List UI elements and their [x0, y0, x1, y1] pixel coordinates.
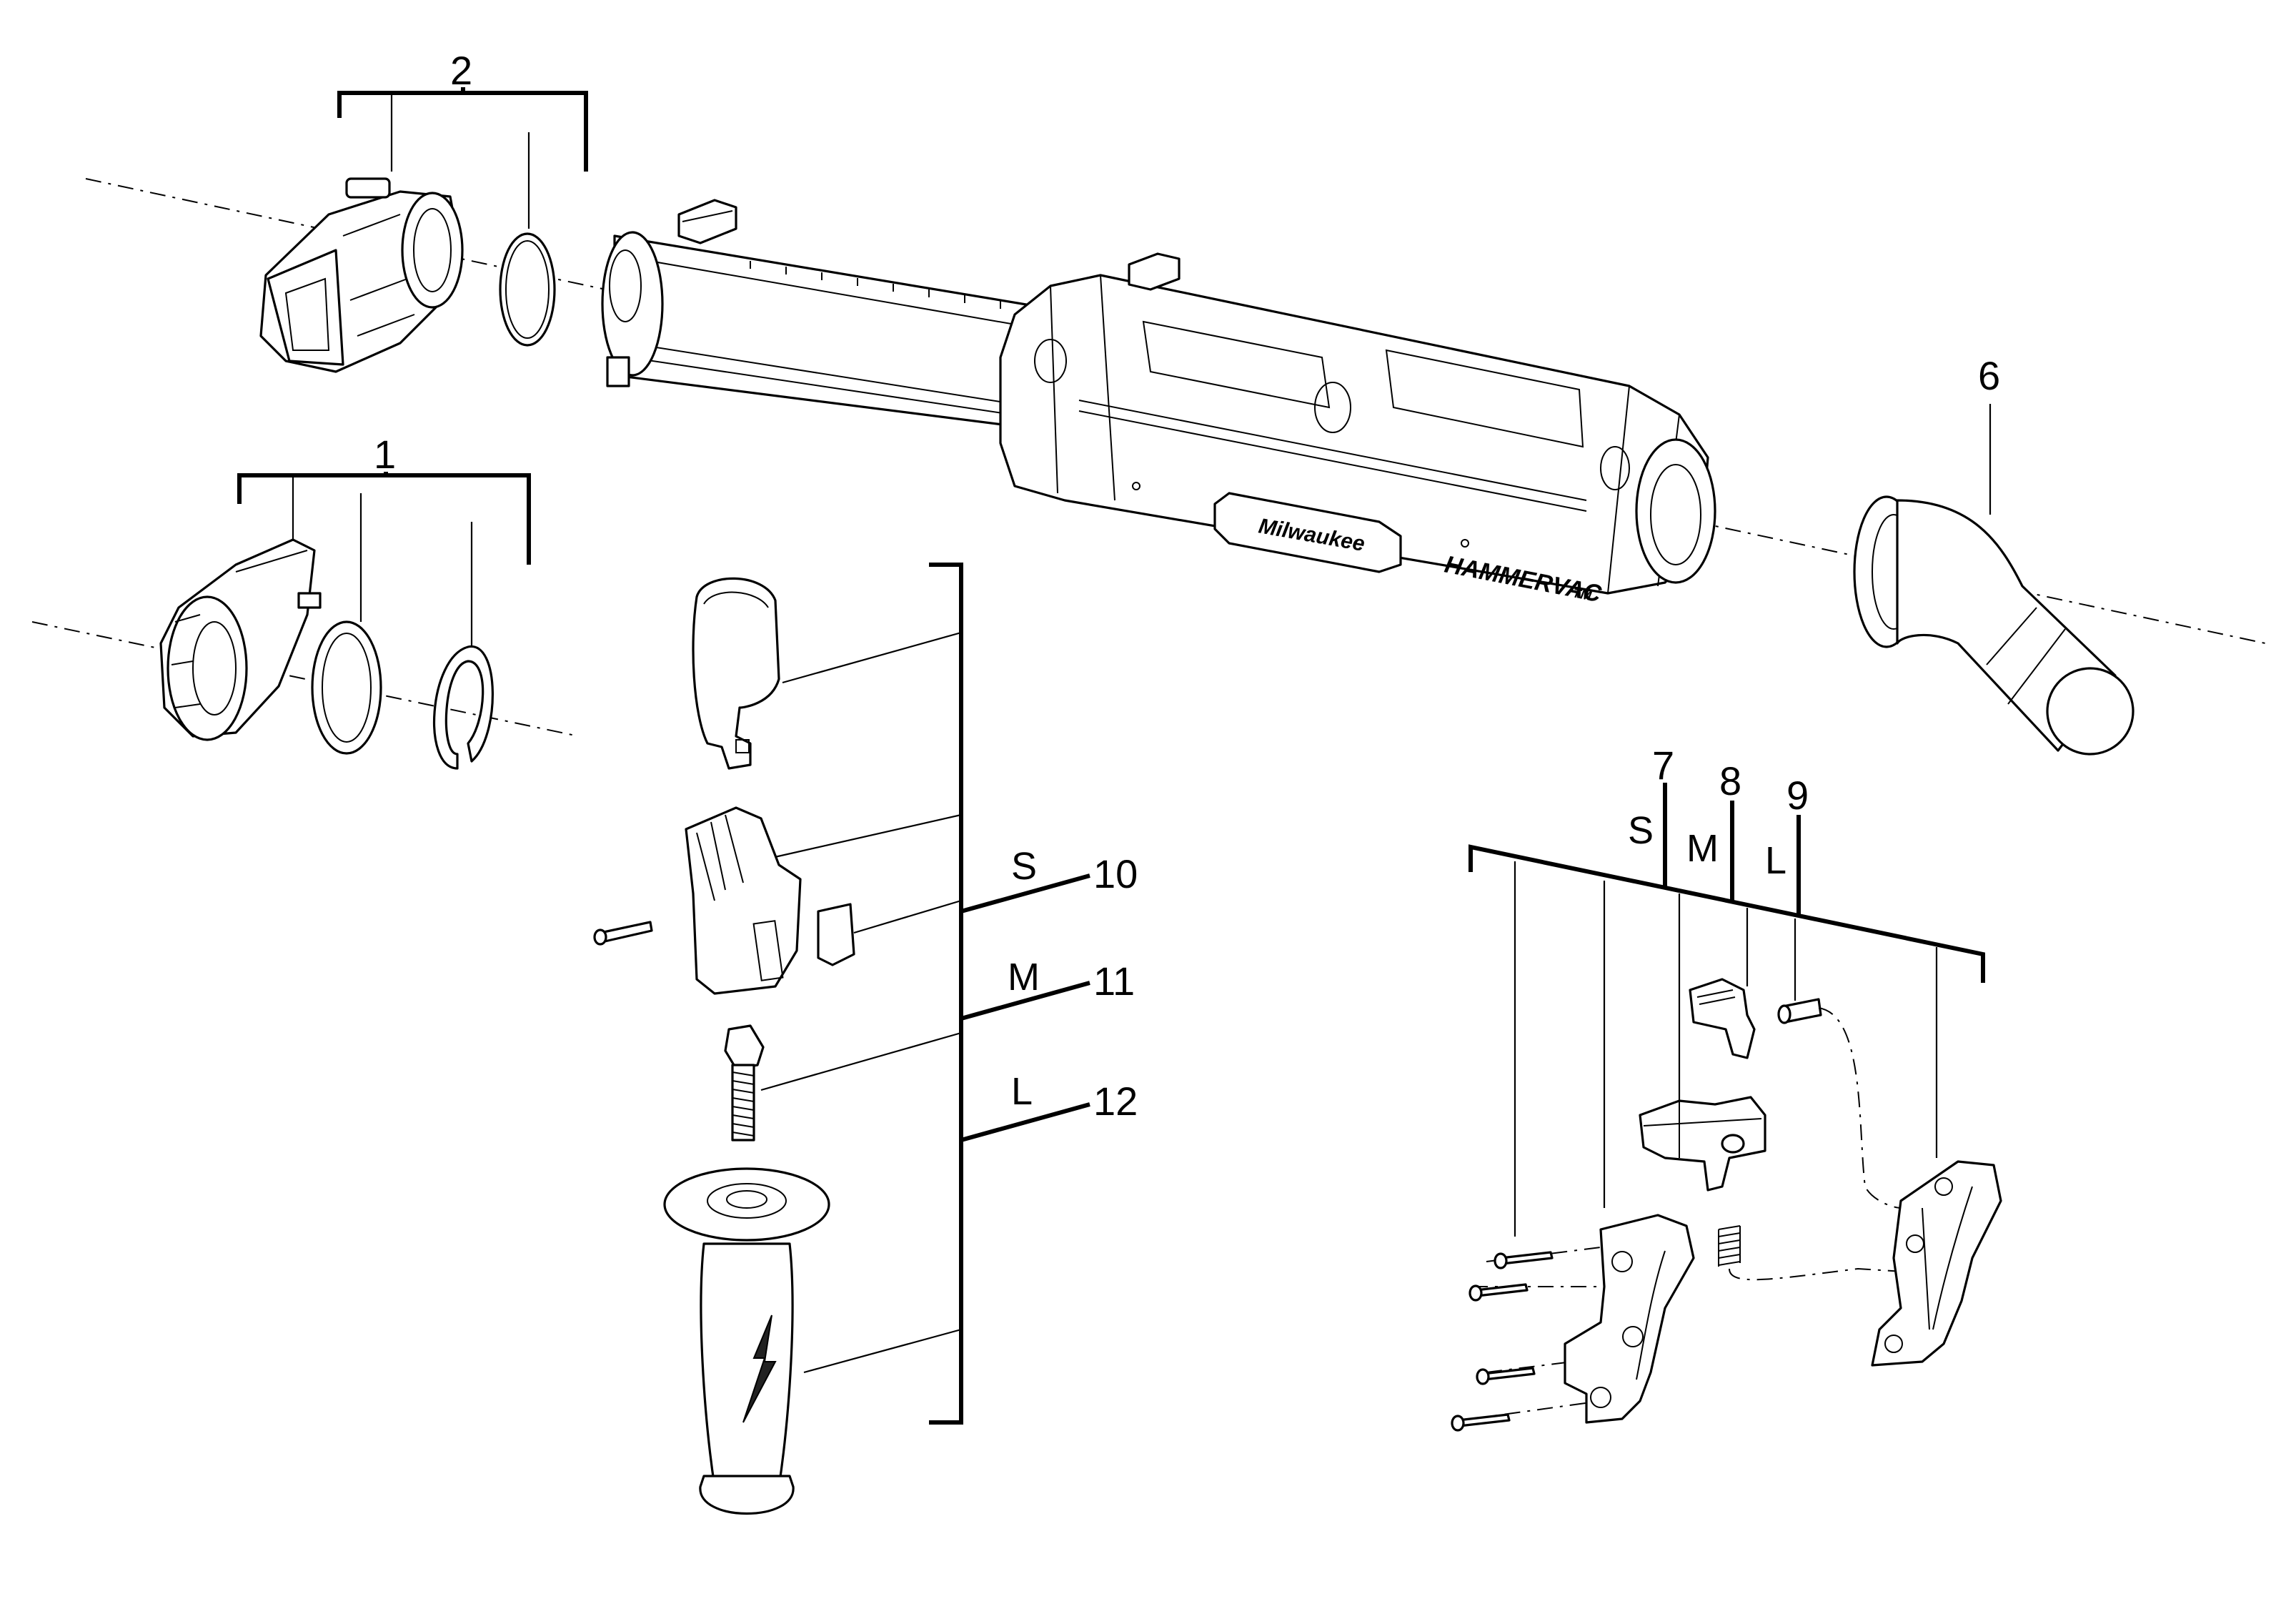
screws [1451, 1251, 1554, 1432]
switch-assembly-group: 7 8 9 S M L [1451, 743, 2002, 1432]
tube-latch [677, 199, 737, 244]
ring-flat [311, 620, 382, 755]
part-2-bracket [337, 91, 588, 172]
switch-bracket [1468, 844, 1985, 983]
telescopic-tube [613, 234, 1045, 430]
handle-leader-bolt [760, 1031, 962, 1091]
size-m-left: M [1008, 956, 1040, 999]
clamp-body [685, 806, 802, 995]
logo-plate [1213, 492, 1402, 573]
part-10-label: 10 [1093, 851, 1138, 896]
part-8-label: 8 [1719, 758, 1741, 803]
clamp-strap [692, 577, 780, 770]
size-line-11 [960, 981, 1090, 1021]
part-6-group: 6 [1853, 353, 2135, 756]
pivot-pin [1777, 998, 1822, 1024]
size-s-left: S [1011, 845, 1037, 888]
handle-leader-strap [782, 631, 962, 684]
size-line-10 [960, 873, 1090, 914]
trigger [1689, 978, 1756, 1059]
part-1-label: 1 [374, 432, 396, 477]
spring [1718, 1225, 1741, 1267]
handle-bracket [929, 563, 963, 1425]
size-s-right: S [1628, 809, 1654, 852]
tube-front-cap [601, 231, 664, 377]
hammervac-main-body: Milwaukee HAMMERVAC TM [601, 199, 1716, 608]
part-1-group: 1 [159, 432, 531, 770]
handle-leader-grip [803, 1328, 962, 1374]
part-7-label: 7 [1652, 743, 1674, 788]
circlip [433, 645, 494, 770]
size-l-left: L [1011, 1070, 1033, 1113]
side-handle-grip [663, 1167, 830, 1515]
wear-pad [817, 903, 855, 966]
part-6-label: 6 [1978, 353, 2000, 398]
switch [1639, 1096, 1766, 1192]
rear-port [1635, 438, 1716, 584]
handle-leader-pad [853, 899, 962, 934]
size-m-right: M [1686, 827, 1719, 870]
axis-line-left [31, 621, 580, 737]
threaded-bolt [724, 1024, 765, 1142]
part-9-label: 9 [1786, 773, 1809, 818]
size-line-12 [960, 1102, 1090, 1142]
part-12-label: 12 [1093, 1079, 1138, 1124]
part-2-label: 2 [450, 48, 472, 93]
switch-assembly-path [1818, 1007, 1902, 1209]
part-2-group: 2 [259, 48, 588, 373]
size-l-right: L [1765, 839, 1786, 882]
part-11-label: 11 [1093, 959, 1135, 1004]
o-ring-small [499, 232, 556, 347]
clamp-pin [593, 921, 653, 946]
collar [159, 538, 322, 741]
grip-logo-mark [742, 1314, 777, 1423]
right-handle-shell [1871, 1160, 2002, 1367]
handle-assembly-group: S M L 10 11 12 [593, 563, 1138, 1515]
spring-assembly-path [1729, 1267, 1916, 1281]
left-handle-shell [1564, 1214, 1695, 1424]
handle-leader-clamp [771, 813, 962, 859]
housing-latch [1128, 252, 1181, 291]
elbow-adapter [1853, 495, 2135, 756]
nozzle-adapter [259, 177, 464, 373]
